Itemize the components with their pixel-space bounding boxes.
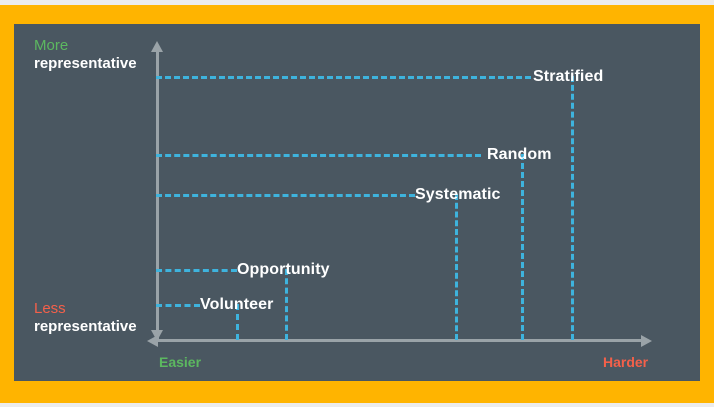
guide-vline-opportunity — [285, 269, 288, 340]
guide-hline-stratified — [156, 76, 531, 79]
guide-vline-stratified — [571, 76, 574, 340]
point-label-random: Random — [487, 146, 552, 163]
x-axis-right-arrow-icon — [641, 335, 652, 347]
guide-vline-volunteer — [236, 304, 239, 340]
point-label-opportunity: Opportunity — [237, 261, 330, 278]
guide-hline-systematic — [156, 194, 415, 197]
x-axis-left-arrow-icon — [147, 335, 158, 347]
point-label-systematic: Systematic — [415, 186, 501, 203]
guide-vline-systematic — [455, 194, 458, 340]
guide-vline-random — [521, 154, 524, 340]
y-axis-top-emph: More — [34, 37, 69, 54]
point-label-volunteer: Volunteer — [200, 296, 274, 313]
y-axis-bottom-label: Less representative — [34, 300, 137, 337]
y-axis-bottom-sub: representative — [34, 318, 137, 336]
plot-area: Stratified Random Systematic Opportunity… — [14, 24, 700, 381]
y-axis-top-label: More representative — [34, 37, 137, 74]
x-axis-line — [156, 339, 645, 342]
guide-hline-opportunity — [156, 269, 237, 272]
y-axis-up-arrow-icon — [151, 41, 163, 52]
guide-hline-random — [156, 154, 481, 157]
x-axis-left-label: Easier — [159, 354, 202, 370]
x-axis-right-label: Harder — [603, 354, 649, 370]
guide-hline-volunteer — [156, 304, 200, 307]
y-axis-bottom-emph: Less — [34, 300, 66, 317]
point-label-stratified: Stratified — [533, 68, 604, 85]
y-axis-top-sub: representative — [34, 55, 137, 73]
